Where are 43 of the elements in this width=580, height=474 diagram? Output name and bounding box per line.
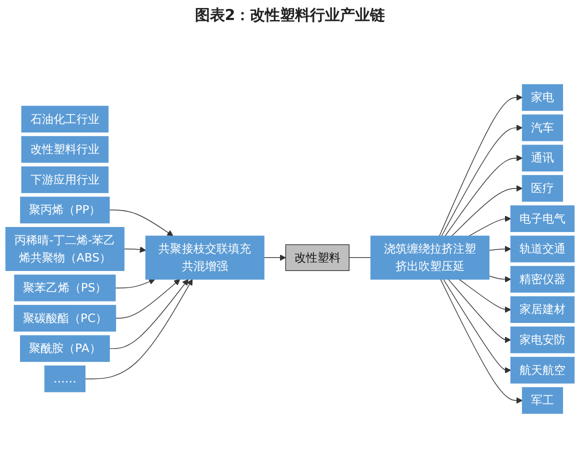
node-box: 航天航空 bbox=[510, 356, 575, 384]
arrow bbox=[488, 246, 512, 252]
diagram-title: 图表2：改性塑料行业产业链 bbox=[194, 6, 386, 25]
node-box: 通讯 bbox=[522, 144, 564, 172]
node-box: 医疗 bbox=[522, 175, 564, 202]
node-box: 聚碳酸酯（PC） bbox=[14, 304, 116, 332]
node-box: 聚酰胺（PA） bbox=[20, 335, 110, 362]
node-box: 改性塑料 bbox=[285, 244, 350, 271]
node-box: 军工 bbox=[522, 387, 564, 414]
arrow bbox=[444, 154, 523, 236]
arrow bbox=[441, 124, 523, 236]
connector bbox=[348, 257, 372, 258]
arrow bbox=[264, 254, 286, 261]
node-box: 精密仪器 bbox=[510, 266, 575, 293]
arrow bbox=[440, 278, 523, 404]
node-box: 电子电气 bbox=[510, 205, 575, 232]
arrow bbox=[84, 279, 193, 380]
node-box: 聚苯乙烯（PS） bbox=[14, 274, 116, 302]
arrow bbox=[124, 246, 146, 253]
arrow bbox=[109, 210, 174, 236]
arrow bbox=[109, 279, 188, 349]
node-box: 石油化工行业 bbox=[21, 106, 109, 132]
arrow bbox=[468, 216, 512, 236]
arrow bbox=[448, 278, 512, 344]
node-box: 家电安防 bbox=[510, 326, 575, 354]
node-box: 聚丙烯（PP） bbox=[20, 196, 110, 224]
arrow bbox=[115, 279, 180, 319]
node-box: 丙稀晴-丁二烯-苯乙烯共聚物（ABS） bbox=[5, 227, 124, 271]
node-box: 共聚接枝交联填充共混增强 bbox=[145, 236, 264, 280]
node-box: 家居建材 bbox=[510, 296, 575, 323]
arrow bbox=[488, 276, 512, 282]
node-box: 改性塑料行业 bbox=[21, 136, 109, 163]
node-box: 下游应用行业 bbox=[21, 166, 109, 194]
arrow bbox=[115, 278, 156, 288]
arrow bbox=[458, 278, 512, 313]
node-box: 汽车 bbox=[522, 114, 564, 142]
node-box: 家电 bbox=[522, 84, 564, 111]
node-box: …… bbox=[44, 366, 86, 392]
node-box: 浇筑缠绕拉挤注塑挤出吹塑压延 bbox=[370, 236, 490, 280]
arrow bbox=[443, 278, 512, 374]
arrow bbox=[439, 94, 523, 236]
node-box: 轨道交通 bbox=[510, 236, 575, 262]
arrow bbox=[451, 185, 523, 236]
